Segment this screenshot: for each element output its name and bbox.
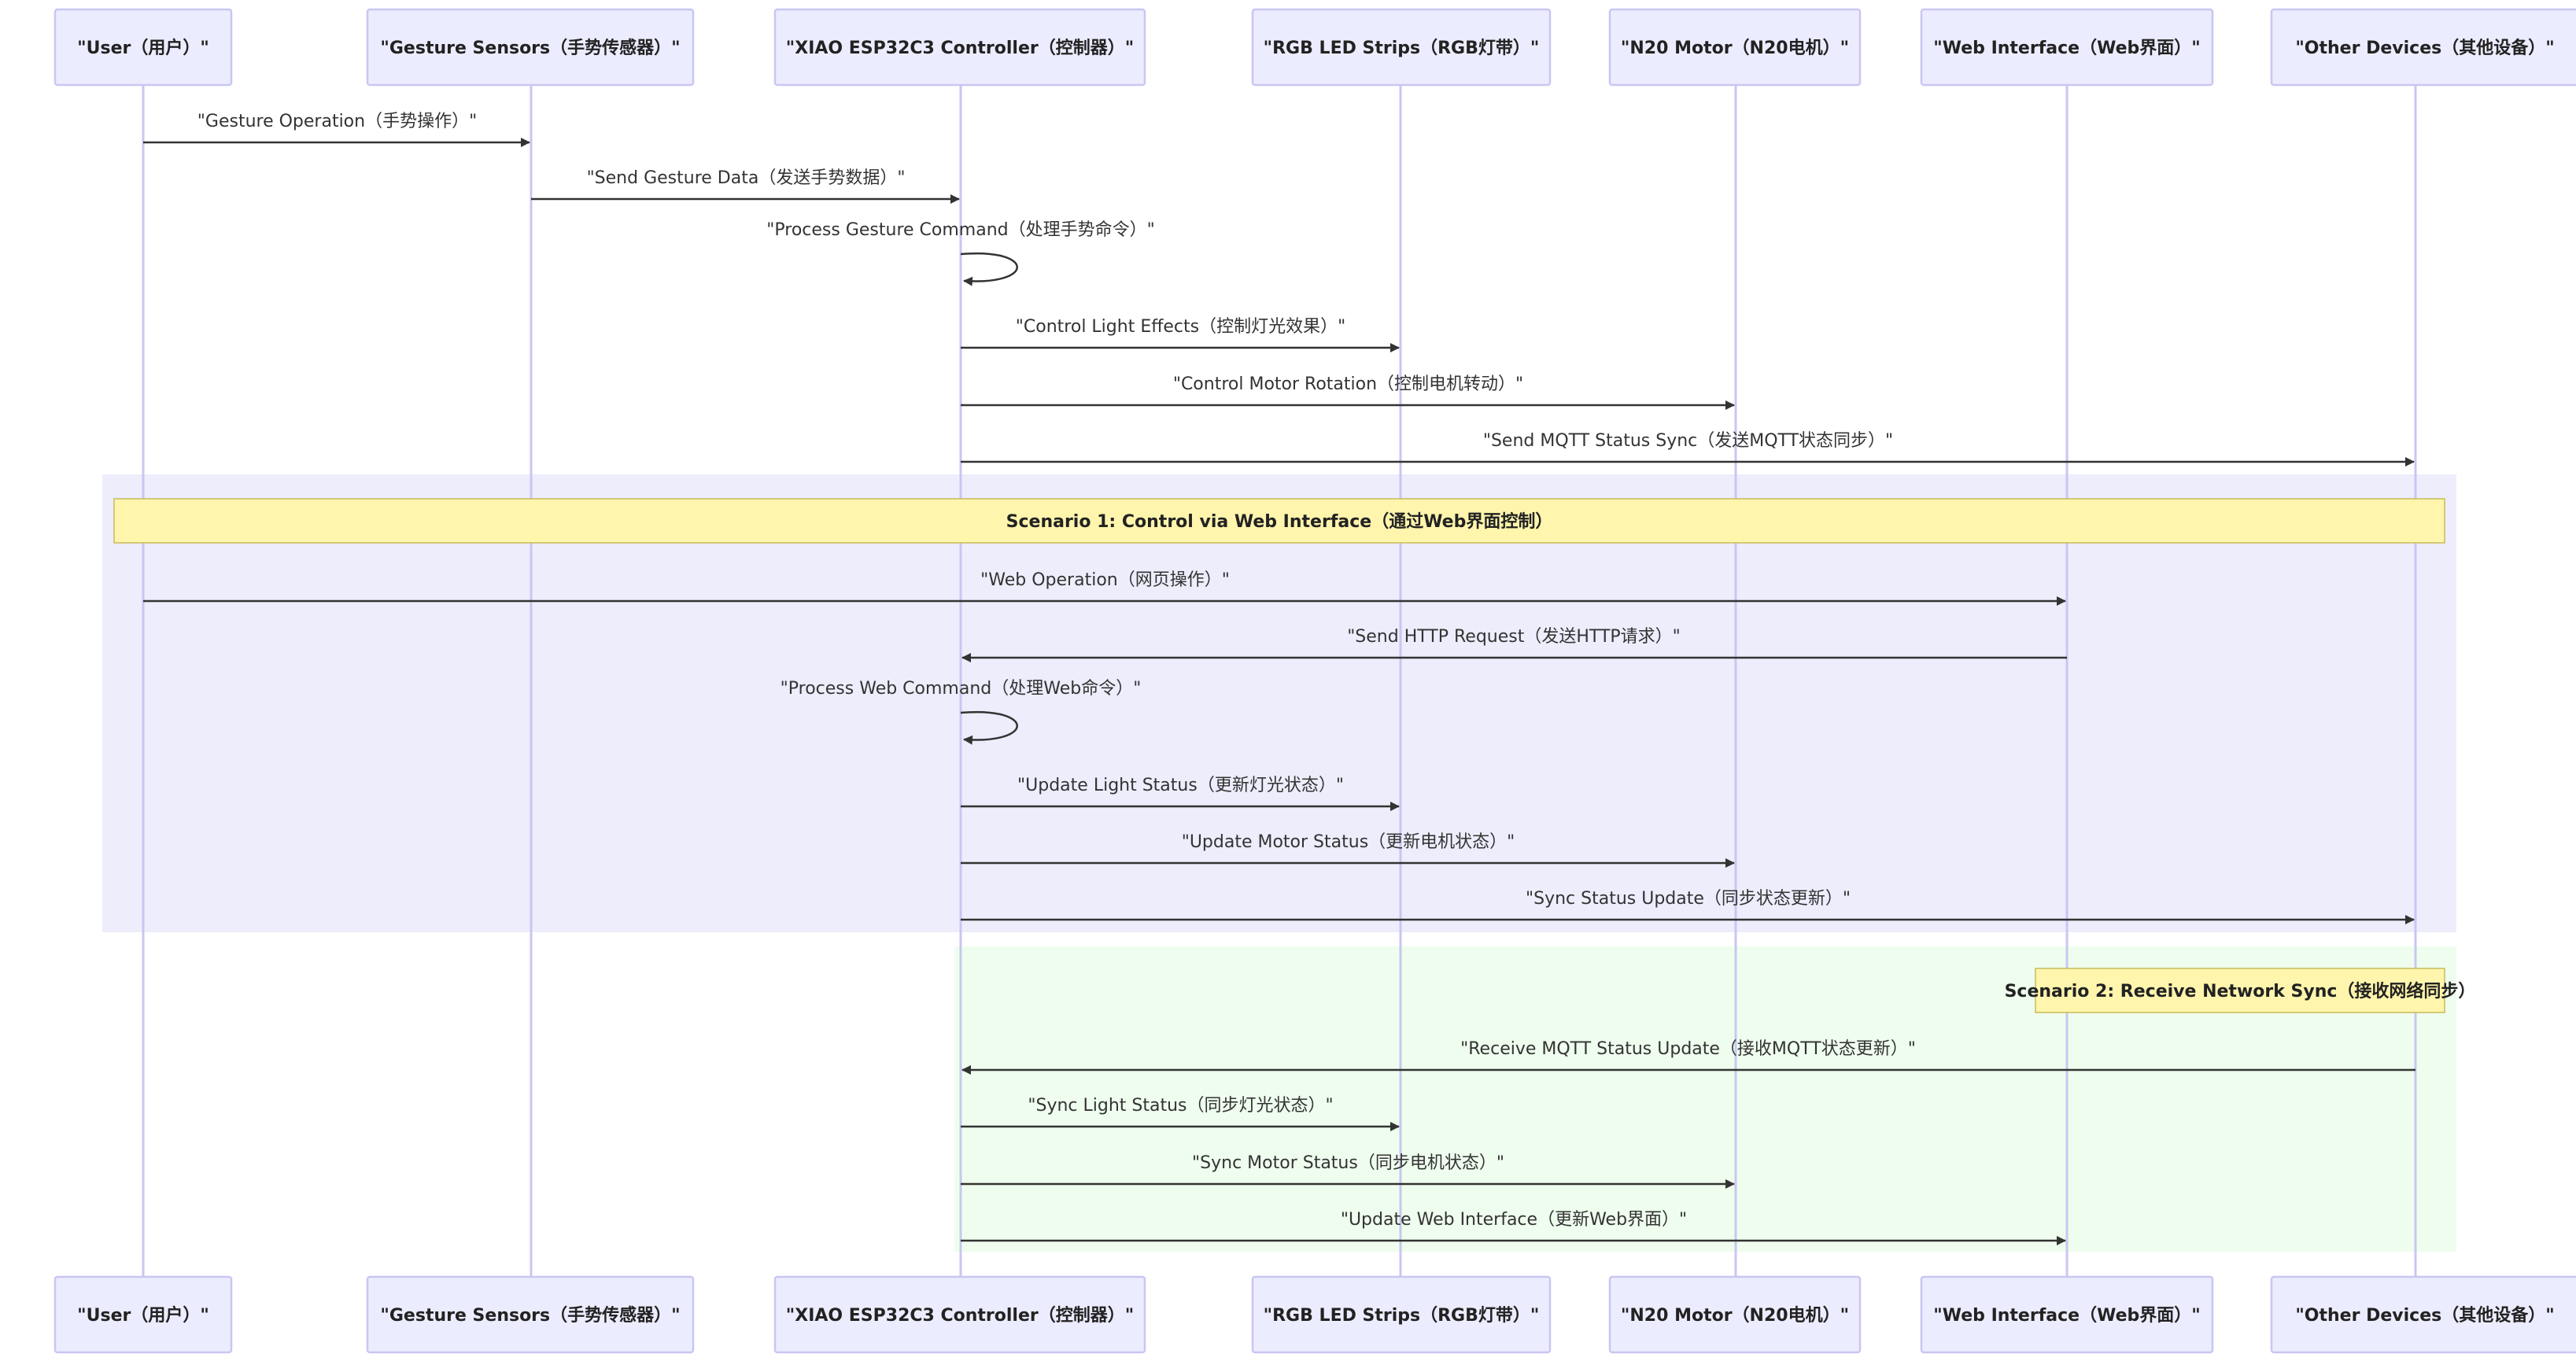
participant-label: "XIAO ESP32C3 Controller（控制器）" [786,1305,1134,1326]
participant-user-top: "User（用户）" [54,8,233,87]
message-label: "Send Gesture Data（发送手势数据）" [587,168,906,188]
participant-box [773,1275,1146,1354]
participant-box [1251,8,1552,87]
participant-box [1251,1275,1552,1354]
participant-box [366,1275,695,1354]
participant-web-bottom: "Web Interface（Web界面）" [1920,1275,2214,1354]
message-2: "Send Gesture Data（发送手势数据）" [531,168,960,204]
message-16: "Update Web Interface（更新Web界面）" [961,1210,2066,1245]
message-label: "Process Gesture Command（处理手势命令）" [766,220,1154,240]
participant-label: "User（用户）" [77,1305,209,1326]
note-scenario-1: Scenario 1: Control via Web Interface（通过… [113,498,2445,544]
message-label: "Process Web Command（处理Web命令）" [781,679,1142,699]
participant-led-top: "RGB LED Strips（RGB灯带）" [1251,8,1552,87]
message-3: "Process Gesture Command（处理手势命令）" [766,220,1155,286]
participant-box [2270,8,2576,87]
note-box [113,498,2445,544]
participant-label: "RGB LED Strips（RGB灯带）" [1264,39,1540,58]
participant-box [1920,1275,2214,1354]
participant-sensors-bottom: "Gesture Sensors（手势传感器）" [366,1275,695,1354]
message-label: "Sync Status Update（同步状态更新）" [1526,889,1851,909]
participant-label: "Other Devices（其他设备）" [2295,38,2554,58]
message-label: "Control Motor Rotation（控制电机转动）" [1173,374,1523,394]
message-11: "Update Motor Status（更新电机状态）" [961,832,1735,868]
message-label: "Update Motor Status（更新电机状态）" [1182,832,1515,852]
participant-box [1920,8,2214,87]
participant-web-top: "Web Interface（Web界面）" [1920,8,2214,87]
message-12: "Sync Status Update（同步状态更新）" [961,889,2415,924]
note-label: Scenario 2: Receive Network Sync（接收网络同步） [2005,981,2476,1001]
participant-label: "RGB LED Strips（RGB灯带）" [1264,1306,1540,1326]
participant-motor-top: "N20 Motor（N20电机）" [1608,8,1862,87]
participant-box [1608,1275,1862,1354]
participant-box [773,8,1146,87]
participant-label: "Web Interface（Web界面）" [1933,1306,2200,1326]
note-scenario-2: Scenario 2: Receive Network Sync（接收网络同步） [2005,968,2476,1013]
scenario-1-region [102,474,2456,932]
participant-box [366,8,695,87]
participant-label: "XIAO ESP32C3 Controller（控制器）" [786,38,1134,58]
participant-label: "Web Interface（Web界面）" [1933,39,2200,58]
participant-label: "User（用户）" [77,38,209,58]
message-9: "Process Web Command（处理Web命令）" [781,679,1142,745]
message-label: "Update Web Interface（更新Web界面）" [1341,1210,1687,1230]
message-label: "Send HTTP Request（发送HTTP请求）" [1347,627,1681,647]
participant-label: "Gesture Sensors（手势传感器）" [380,38,680,58]
message-label: "Web Operation（网页操作）" [980,570,1230,590]
message-label: "Control Light Effects（控制灯光效果）" [1016,317,1345,337]
message-4: "Control Light Effects（控制灯光效果）" [961,317,1400,352]
participant-label: "Other Devices（其他设备）" [2295,1305,2554,1326]
message-arrow [960,252,1018,286]
participant-other-top: "Other Devices（其他设备）" [2270,8,2576,87]
participant-label: "N20 Motor（N20电机）" [1621,1306,1849,1326]
message-1: "Gesture Operation（手势操作）" [143,112,530,147]
message-14: "Sync Light Status（同步灯光状态）" [961,1096,1400,1131]
participant-label: "N20 Motor（N20电机）" [1621,39,1849,58]
message-6: "Send MQTT Status Sync（发送MQTT状态同步）" [961,431,2415,467]
participant-user-bottom: "User（用户）" [54,1275,233,1354]
message-label: "Send MQTT Status Sync（发送MQTT状态同步）" [1483,431,1893,451]
message-label: "Sync Motor Status（同步电机状态）" [1192,1153,1504,1173]
message-label: "Update Light Status（更新灯光状态）" [1017,776,1344,795]
participant-led-bottom: "RGB LED Strips（RGB灯带）" [1251,1275,1552,1354]
message-label: "Receive MQTT Status Update（接收MQTT状态更新）" [1460,1039,1916,1059]
message-10: "Update Light Status（更新灯光状态）" [961,776,1400,811]
message-label: "Gesture Operation（手势操作）" [197,112,477,131]
message-arrow [960,710,1018,745]
message-8: "Send HTTP Request（发送HTTP请求）" [961,627,2067,662]
participant-box [1608,8,1862,87]
participant-label: "Gesture Sensors（手势传感器）" [380,1305,680,1326]
participant-controller-bottom: "XIAO ESP32C3 Controller（控制器）" [773,1275,1146,1354]
message-5: "Control Motor Rotation（控制电机转动）" [961,374,1735,410]
message-15: "Sync Motor Status（同步电机状态）" [961,1153,1735,1189]
participant-other-bottom: "Other Devices（其他设备）" [2270,1275,2576,1354]
note-box [2035,968,2445,1013]
participant-controller-top: "XIAO ESP32C3 Controller（控制器）" [773,8,1146,87]
message-7: "Web Operation（网页操作）" [143,570,2066,606]
participant-box [54,1275,233,1354]
note-label: Scenario 1: Control via Web Interface（通过… [1006,511,1553,532]
participant-motor-bottom: "N20 Motor（N20电机）" [1608,1275,1862,1354]
participant-box [2270,1275,2576,1354]
message-13: "Receive MQTT Status Update（接收MQTT状态更新）" [961,1039,2415,1075]
participant-sensors-top: "Gesture Sensors（手势传感器）" [366,8,695,87]
participant-box [54,8,233,87]
message-label: "Sync Light Status（同步灯光状态）" [1028,1096,1333,1116]
